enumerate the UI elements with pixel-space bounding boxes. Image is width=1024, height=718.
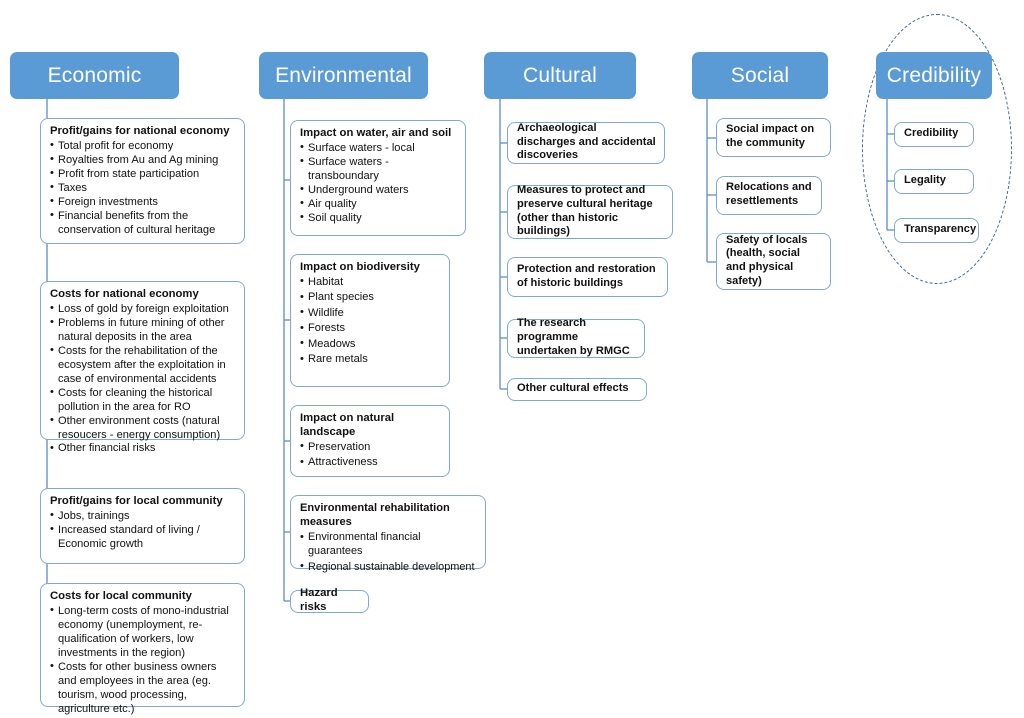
card-costs-local-community[interactable]: Costs for local community Long-term cost… bbox=[40, 583, 245, 715]
list-item: Attractiveness bbox=[300, 456, 441, 470]
column-header-label: Cultural bbox=[523, 64, 597, 87]
card-bullets: Total profit for economy Royalties from … bbox=[50, 139, 236, 238]
card-impact-water-air-soil[interactable]: Impact on water, air and soil Surface wa… bbox=[290, 120, 466, 236]
list-item: Foreign investments bbox=[50, 195, 236, 210]
card-bullets: Environmental financial guarantees Regio… bbox=[300, 530, 477, 574]
card-other-cultural-effects[interactable]: Other cultural effects bbox=[507, 378, 647, 401]
card-legality[interactable]: Legality bbox=[894, 169, 974, 194]
card-title: The research programme undertaken by RMG… bbox=[517, 317, 630, 357]
card-credibility[interactable]: Credibility bbox=[894, 122, 974, 147]
card-protection-restoration-historic-buildings[interactable]: Protection and restoration of historic b… bbox=[507, 257, 668, 297]
column-header-label: Credibility bbox=[886, 64, 982, 87]
card-title: Costs for local community bbox=[50, 590, 192, 602]
list-item: Financial benefits from the conservation… bbox=[50, 209, 236, 238]
list-item: Other financial risks bbox=[50, 442, 236, 456]
column-header-cultural[interactable]: Cultural bbox=[484, 52, 636, 99]
list-item: Air quality bbox=[300, 197, 457, 212]
list-item: Increased standard of living / Economic … bbox=[50, 523, 236, 552]
list-item: Costs for other business owners and empl… bbox=[50, 660, 236, 717]
list-item: Habitat bbox=[300, 275, 441, 290]
card-safety-of-locals[interactable]: Safety of locals (health, social and phy… bbox=[716, 233, 831, 290]
list-item: Royalties from Au and Ag mining bbox=[50, 153, 236, 168]
list-item: Environmental financial guarantees bbox=[300, 530, 477, 558]
card-bullets: Jobs, trainings Increased standard of li… bbox=[50, 509, 236, 552]
card-archaeological-discharges[interactable]: Archaeological discharges and accidental… bbox=[507, 122, 665, 164]
card-title: Impact on natural landscape bbox=[300, 412, 395, 438]
card-title: Relocations and resettlements bbox=[726, 181, 812, 207]
card-impact-biodiversity[interactable]: Impact on biodiversity Habitat Plant spe… bbox=[290, 254, 450, 387]
card-title: Credibility bbox=[904, 127, 959, 140]
card-profit-gains-national-economy[interactable]: Profit/gains for national economy Total … bbox=[40, 118, 245, 244]
card-title: Social impact on the community bbox=[726, 123, 815, 149]
column-header-label: Economic bbox=[47, 64, 142, 87]
list-item: Taxes bbox=[50, 181, 236, 196]
card-title: Profit/gains for national economy bbox=[50, 125, 230, 137]
list-item: Costs for cleaning the historical pollut… bbox=[50, 386, 236, 415]
list-item: Regional sustainable development bbox=[300, 559, 477, 574]
list-item: Preservation bbox=[300, 440, 441, 455]
list-item: Wildlife bbox=[300, 306, 441, 321]
list-item: Meadows bbox=[300, 337, 441, 352]
column-header-environmental[interactable]: Environmental bbox=[259, 52, 428, 99]
card-relocations-resettlements[interactable]: Relocations and resettlements bbox=[716, 176, 822, 215]
card-costs-national-economy[interactable]: Costs for national economy Loss of gold … bbox=[40, 281, 245, 456]
list-item: Loss of gold by foreign exploitation bbox=[50, 302, 236, 317]
card-title: Archaeological discharges and accidental… bbox=[517, 121, 656, 162]
card-title: Legality bbox=[904, 174, 946, 187]
card-title: Impact on biodiversity bbox=[300, 261, 420, 273]
card-bullets: Long-term costs of mono-industrial econo… bbox=[50, 604, 236, 717]
credibility-highlight-ellipse bbox=[862, 14, 1012, 284]
card-research-programme-rmgc[interactable]: The research programme undertaken by RMG… bbox=[507, 317, 645, 358]
card-bullets: Surface waters - local Surface waters - … bbox=[300, 141, 457, 226]
card-transparency[interactable]: Transparency bbox=[894, 218, 979, 243]
column-header-credibility[interactable]: Credibility bbox=[876, 52, 992, 99]
card-title: Measures to protect and preserve cultura… bbox=[517, 184, 653, 238]
list-item: Total profit for economy bbox=[50, 139, 236, 154]
card-title: Safety of locals (health, social and phy… bbox=[726, 233, 808, 287]
card-title: Protection and restoration of historic b… bbox=[517, 262, 656, 289]
list-item: Long-term costs of mono-industrial econo… bbox=[50, 604, 236, 661]
list-item: Problems in future mining of other natur… bbox=[50, 316, 236, 345]
card-title: Costs for national economy bbox=[50, 288, 199, 300]
list-item: Soil quality bbox=[300, 211, 457, 226]
card-environmental-rehabilitation-measures[interactable]: Environmental rehabilitation measures En… bbox=[290, 495, 486, 574]
card-impact-natural-landscape[interactable]: Impact on natural landscape Preservation… bbox=[290, 405, 450, 477]
card-bullets: Loss of gold by foreign exploitation Pro… bbox=[50, 302, 236, 457]
list-item: Surface waters - local bbox=[300, 141, 457, 156]
list-item: Jobs, trainings bbox=[50, 509, 236, 524]
card-measures-protect-cultural-heritage[interactable]: Measures to protect and preserve cultura… bbox=[507, 184, 673, 239]
card-social-impact-community[interactable]: Social impact on the community bbox=[716, 118, 831, 157]
column-header-economic[interactable]: Economic bbox=[10, 52, 179, 99]
list-item: Underground waters bbox=[300, 183, 457, 198]
list-item: Forests bbox=[300, 322, 441, 336]
card-bullets: Habitat Plant species Wildlife Forests M… bbox=[300, 275, 441, 367]
list-item: Other environment costs (natural resouce… bbox=[50, 414, 236, 443]
card-bullets: Preservation Attractiveness bbox=[300, 440, 441, 470]
card-profit-gains-local-community[interactable]: Profit/gains for local community Jobs, t… bbox=[40, 488, 245, 564]
list-item: Surface waters - transboundary bbox=[300, 155, 457, 184]
column-header-label: Environmental bbox=[275, 64, 412, 87]
column-header-label: Social bbox=[730, 64, 790, 87]
list-item: Costs for the rehabilitation of the ecos… bbox=[50, 344, 236, 387]
list-item: Profit from state participation bbox=[50, 167, 236, 182]
card-title: Impact on water, air and soil bbox=[300, 127, 452, 139]
list-item: Rare metals bbox=[300, 353, 441, 367]
card-title: Profit/gains for local community bbox=[50, 495, 223, 507]
card-hazard-risks[interactable]: Hazard risks bbox=[290, 587, 369, 613]
card-title: Transparency bbox=[904, 223, 977, 236]
card-title: Other cultural effects bbox=[517, 382, 629, 395]
column-header-social[interactable]: Social bbox=[692, 52, 828, 99]
list-item: Plant species bbox=[300, 291, 441, 305]
card-title: Hazard risks bbox=[300, 587, 338, 613]
card-title: Environmental rehabilitation measures bbox=[300, 502, 450, 528]
